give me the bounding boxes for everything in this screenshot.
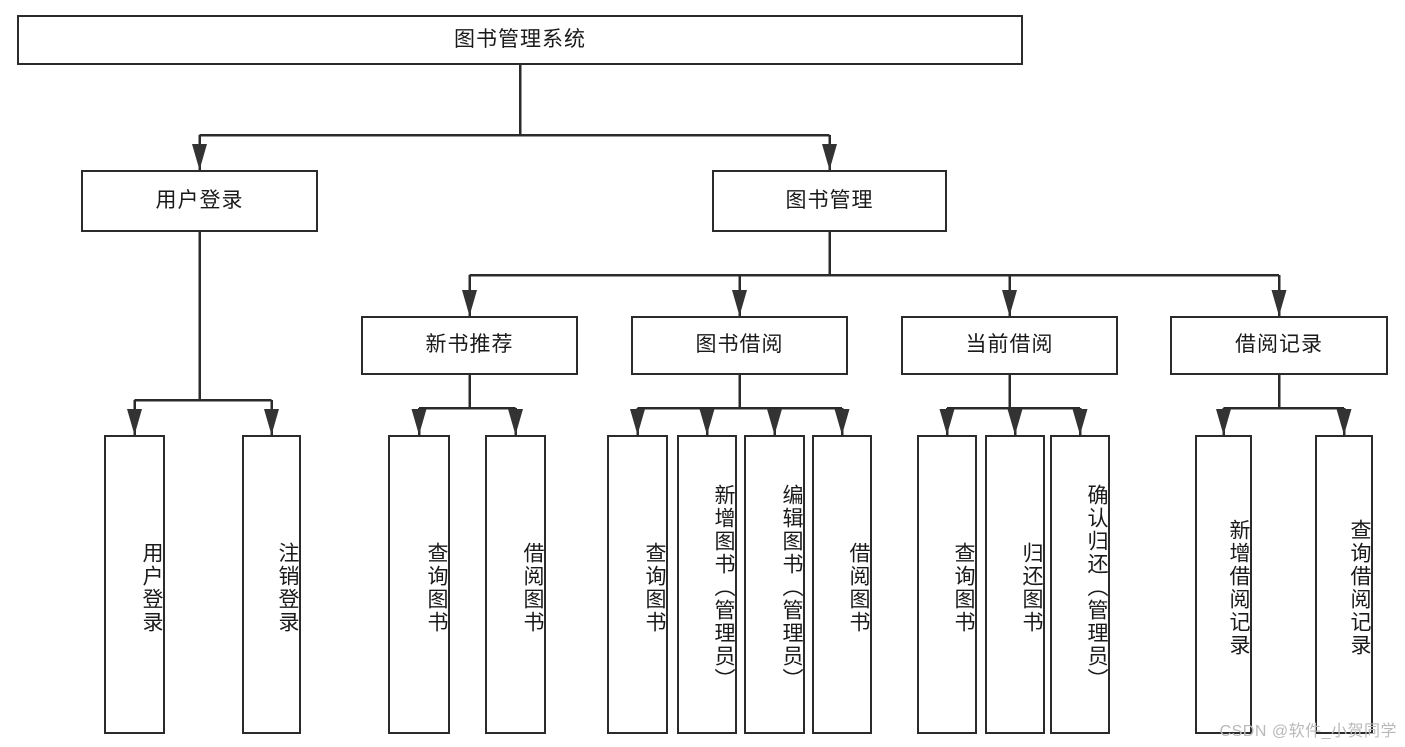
node-label: 图书管理 bbox=[785, 188, 874, 212]
node-records[interactable]: 借阅记录 bbox=[1170, 316, 1388, 375]
node-newbook[interactable]: 新书推荐 bbox=[361, 316, 578, 375]
node-leaf-login-1[interactable]: 用户登录 bbox=[104, 435, 165, 734]
node-label: 查询图书 bbox=[425, 541, 448, 634]
node-leaf-rec-2[interactable]: 查询借阅记录 bbox=[1315, 435, 1373, 734]
connector-arrowhead-icon bbox=[1336, 409, 1352, 435]
connector-arrowhead-icon bbox=[699, 409, 715, 435]
node-label: 归还图书 bbox=[1020, 541, 1043, 634]
node-borrow[interactable]: 图书借阅 bbox=[631, 316, 848, 375]
node-label: 当前借阅 bbox=[965, 333, 1054, 357]
connector-arrowhead-icon bbox=[264, 409, 279, 435]
node-leaf-bor-3[interactable]: 编辑图书（管理员） bbox=[744, 435, 805, 734]
connector-arrowhead-icon bbox=[1002, 290, 1017, 316]
node-leaf-bor-1[interactable]: 查询图书 bbox=[607, 435, 668, 734]
connector-arrowhead-icon bbox=[1072, 409, 1088, 435]
connector-arrowhead-icon bbox=[732, 290, 747, 316]
node-label: 借阅记录 bbox=[1235, 333, 1323, 357]
node-leaf-bor-2[interactable]: 新增图书（管理员） bbox=[677, 435, 737, 734]
node-label: 借阅图书 bbox=[847, 541, 870, 634]
node-label: 编辑图书（管理员） bbox=[780, 484, 803, 691]
node-label: 查询图书 bbox=[952, 541, 975, 634]
node-bookmgmt[interactable]: 图书管理 bbox=[712, 170, 947, 232]
node-label: 查询借阅记录 bbox=[1348, 518, 1371, 657]
node-label: 确认归还（管理员） bbox=[1085, 484, 1108, 691]
node-label: 注销登录 bbox=[276, 541, 299, 634]
node-leaf-new-2[interactable]: 借阅图书 bbox=[485, 435, 546, 734]
connector-arrowhead-icon bbox=[630, 409, 645, 435]
node-label: 新增图书（管理员） bbox=[712, 484, 735, 691]
connector-arrowhead-icon bbox=[462, 290, 477, 316]
connector-arrowhead-icon bbox=[192, 144, 207, 170]
node-label: 图书管理系统 bbox=[454, 27, 586, 51]
connector-arrowhead-icon bbox=[1271, 290, 1287, 316]
node-login[interactable]: 用户登录 bbox=[81, 170, 318, 232]
node-leaf-login-2[interactable]: 注销登录 bbox=[242, 435, 301, 734]
node-label: 图书借阅 bbox=[695, 333, 784, 357]
node-current[interactable]: 当前借阅 bbox=[901, 316, 1118, 375]
connector-arrowhead-icon bbox=[127, 409, 142, 435]
node-label: 新书推荐 bbox=[425, 333, 514, 357]
connector-arrowhead-icon bbox=[822, 144, 837, 170]
connector-arrowhead-icon bbox=[1007, 409, 1023, 435]
node-label: 新增借阅记录 bbox=[1227, 518, 1250, 657]
node-leaf-cur-2[interactable]: 归还图书 bbox=[985, 435, 1045, 734]
node-leaf-new-1[interactable]: 查询图书 bbox=[388, 435, 450, 734]
connector-arrowhead-icon bbox=[834, 409, 850, 435]
node-label: 用户登录 bbox=[140, 541, 163, 634]
node-label: 用户登录 bbox=[155, 188, 244, 212]
node-leaf-bor-4[interactable]: 借阅图书 bbox=[812, 435, 872, 734]
node-label: 查询图书 bbox=[643, 541, 666, 634]
node-leaf-cur-3[interactable]: 确认归还（管理员） bbox=[1050, 435, 1110, 734]
node-label: 借阅图书 bbox=[521, 541, 544, 634]
connector-arrowhead-icon bbox=[1216, 409, 1231, 435]
connector-arrowhead-icon bbox=[508, 409, 523, 435]
connector-arrowhead-icon bbox=[939, 409, 955, 435]
connector-arrowhead-icon bbox=[767, 409, 782, 435]
connector-arrowhead-icon bbox=[411, 409, 427, 435]
node-leaf-cur-1[interactable]: 查询图书 bbox=[917, 435, 977, 734]
node-leaf-rec-1[interactable]: 新增借阅记录 bbox=[1195, 435, 1252, 734]
node-root[interactable]: 图书管理系统 bbox=[17, 15, 1023, 65]
watermark-label: CSDN @软件_小贺同学 bbox=[1219, 723, 1397, 740]
